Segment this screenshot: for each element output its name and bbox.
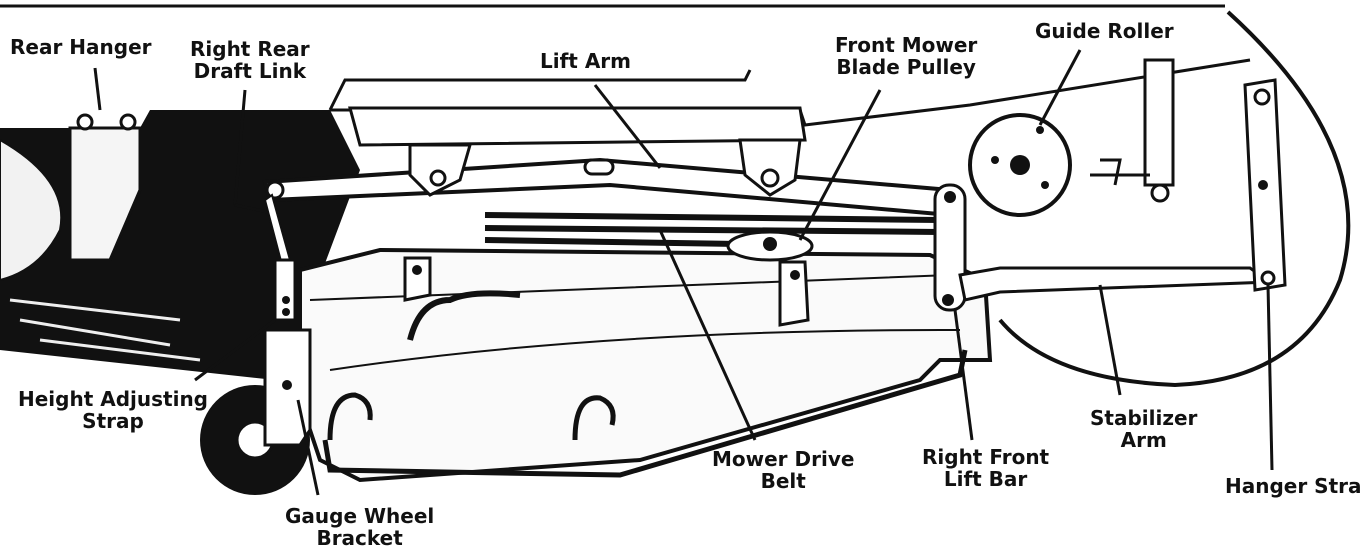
label-line: Arm <box>1120 428 1167 452</box>
leader-hanger-strap <box>1266 284 1274 471</box>
label-line: Front Mower <box>835 33 978 57</box>
guide-roller-hole <box>1036 126 1044 134</box>
label-line: Right Front <box>922 445 1050 469</box>
pulley-nut <box>763 237 777 251</box>
draft-link-bolt <box>265 180 285 200</box>
height-adjusting-strap <box>273 258 297 322</box>
label-line: Strap <box>82 409 144 433</box>
leader-mower-drive-belt <box>658 229 757 441</box>
strap-hole <box>282 296 290 304</box>
hanger-strap-bolt <box>1258 180 1268 190</box>
label-guide-roller-text: Guide Roller <box>1035 19 1174 43</box>
rear-hanger-bolt <box>76 113 94 131</box>
discharge-chute <box>407 290 521 341</box>
gauge-bracket-bolt <box>282 380 292 390</box>
strap-hole <box>282 308 290 316</box>
leader-height-adjusting-strap <box>194 318 276 382</box>
leader-gauge-wheel-bracket <box>296 399 320 496</box>
label-right-rear-draft-link: Right Rear Draft Link <box>190 38 310 82</box>
deck-handle <box>572 395 616 441</box>
label-line: Draft Link <box>193 59 306 83</box>
label-mower-drive-belt: Mower Drive Belt <box>712 448 854 492</box>
label-line: Height Adjusting <box>18 387 208 411</box>
tire-hub <box>0 138 63 282</box>
label-right-front-lift-bar: Right Front Lift Bar <box>922 446 1049 490</box>
leader-lift-arm <box>593 84 662 169</box>
rear-hanger-bolt <box>119 113 137 131</box>
lift-arm-bolt <box>760 168 780 188</box>
hanger-strap-bolt <box>1253 88 1271 106</box>
leader-lines <box>93 49 1274 496</box>
leader-front-mower-blade-pulley <box>798 89 882 241</box>
label-line: Right Rear <box>190 37 310 61</box>
right-front-lift-bar <box>933 183 967 312</box>
label-gauge-wheel-bracket: Gauge Wheel Bracket <box>285 505 434 549</box>
label-rear-hanger: Rear Hanger <box>10 36 152 58</box>
leader-stabilizer-arm <box>1098 284 1122 396</box>
label-lift-arm-text: Lift Arm <box>540 49 632 73</box>
label-line: Mower Drive <box>712 447 855 471</box>
cotter-pin <box>1090 158 1150 186</box>
label-hanger-strap: Hanger Strap <box>1225 475 1361 497</box>
leader-right-rear-draft-link-b <box>234 203 269 214</box>
leader-right-front-lift-bar <box>953 309 974 441</box>
deck-bracket-bolt <box>412 265 422 275</box>
mower-deck <box>298 247 993 483</box>
lift-bar-bolt <box>944 191 956 203</box>
deck-bracket-bolt <box>790 270 800 280</box>
label-line: Stabilizer <box>1090 406 1198 430</box>
guide-roller-hub <box>1010 155 1030 175</box>
label-line: Lift Bar <box>943 467 1028 491</box>
mower-drive-belt <box>484 212 941 248</box>
tire-tread-lines <box>9 298 201 362</box>
guide-roller-hole <box>1041 181 1049 189</box>
deck-bracket <box>403 256 432 302</box>
leader-rear-hanger <box>93 67 102 111</box>
leader-right-rear-draft-link <box>233 89 247 206</box>
lift-arm-slot <box>583 158 615 176</box>
label-height-adjusting-strap: Height Adjusting Strap <box>18 388 208 432</box>
label-front-mower-blade-pulley: Front Mower Blade Pulley <box>835 34 977 78</box>
guide-roller-hole <box>991 156 999 164</box>
lift-arm-bracket <box>738 138 802 197</box>
front-wheel-outline <box>998 10 1351 388</box>
stabilizer-arm <box>958 266 1275 302</box>
leader-guide-roller <box>1038 49 1082 126</box>
hanger-strap-bolt <box>1260 270 1276 286</box>
label-line: Gauge Wheel <box>285 504 435 528</box>
frame-plate <box>348 106 807 147</box>
label-hanger-strap-text: Hanger Strap <box>1225 474 1361 498</box>
label-lift-arm: Lift Arm <box>540 50 631 72</box>
deck-handle <box>327 392 373 441</box>
label-line: Belt <box>760 469 806 493</box>
label-line: Blade Pulley <box>836 55 976 79</box>
spring-housing <box>1143 58 1175 187</box>
deck-bracket <box>778 260 810 327</box>
label-guide-roller: Guide Roller <box>1035 20 1174 42</box>
label-rear-hanger-text: Rear Hanger <box>10 35 152 59</box>
label-stabilizer-arm: Stabilizer Arm <box>1090 407 1197 451</box>
label-line: Bracket <box>316 526 403 550</box>
lift-bar-bolt <box>942 294 954 306</box>
spring-bolt <box>1150 183 1170 203</box>
lift-arm-bolt <box>429 169 447 187</box>
